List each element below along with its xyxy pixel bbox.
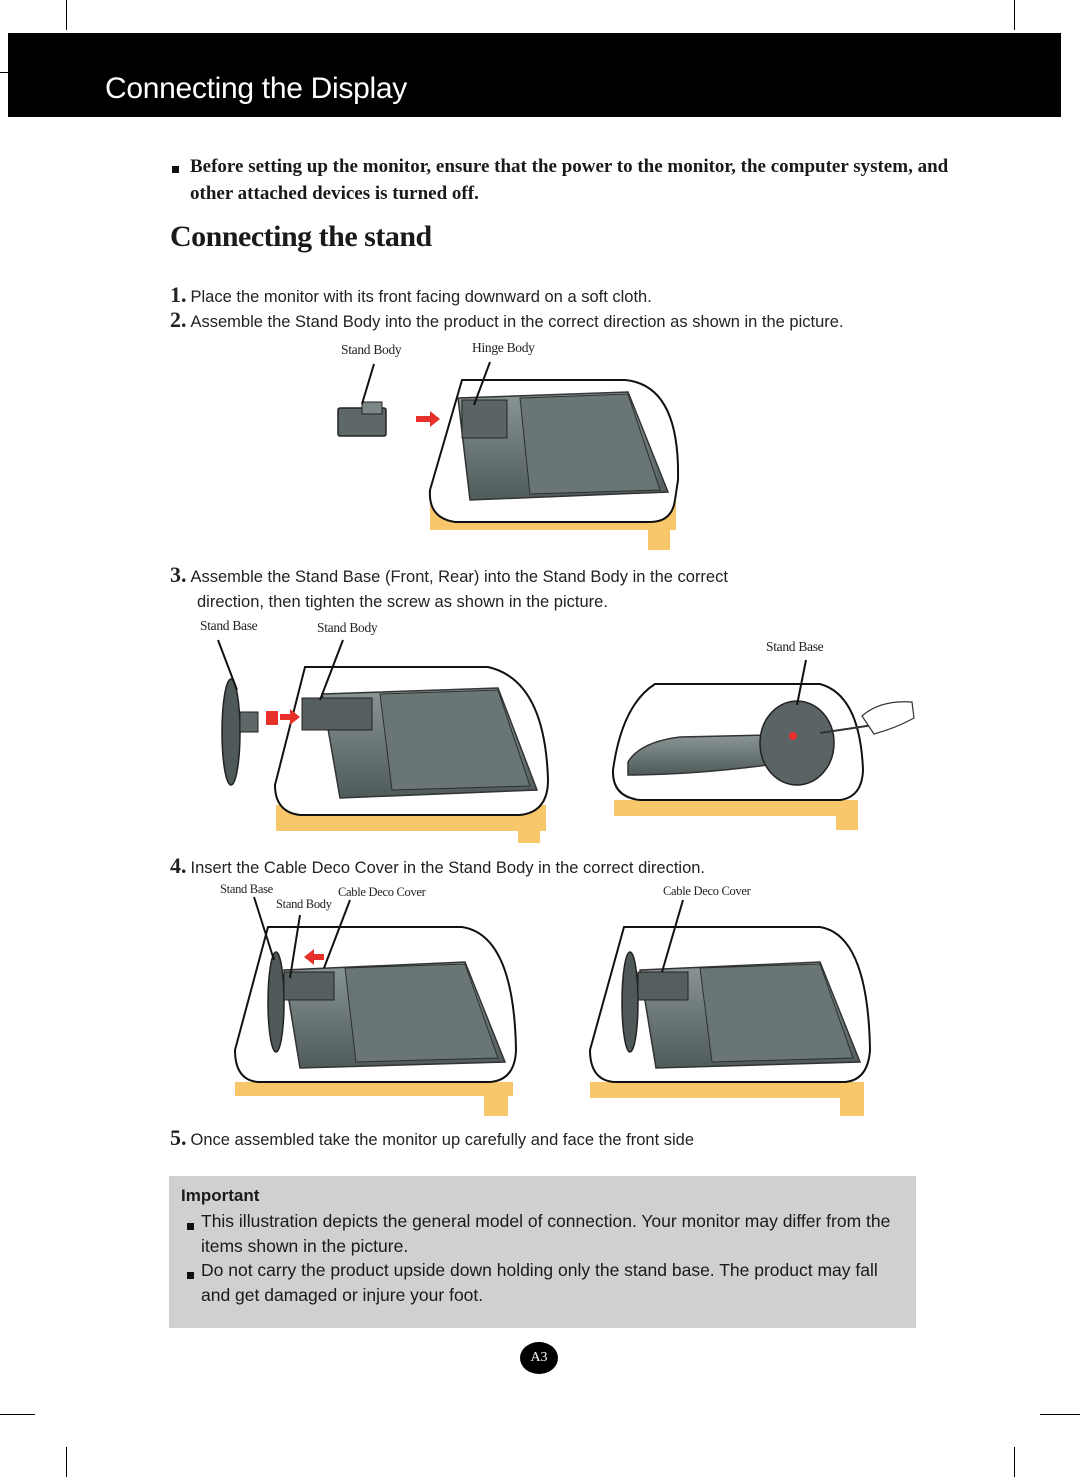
label-stand-body: Stand Body: [317, 620, 378, 635]
crop-mark: [1014, 1447, 1015, 1477]
stand-base: [621, 951, 639, 1053]
header-bar: [8, 33, 1061, 117]
step-text: Insert the Cable Deco Cover in the Stand…: [190, 859, 706, 877]
leader-line: [661, 899, 684, 973]
stand-body: [283, 971, 335, 1001]
step-number: 1.: [170, 282, 187, 307]
cloth: [484, 1082, 508, 1116]
stand-base: [759, 700, 835, 786]
important-title: Important: [181, 1186, 260, 1205]
label-hinge-body: Hinge Body: [472, 340, 535, 355]
leader-line: [473, 361, 491, 406]
cloth: [235, 1082, 513, 1096]
warning-text: Before setting up the monitor, ensure th…: [190, 156, 949, 204]
step-number: 3.: [170, 562, 187, 587]
figure-5: [588, 899, 872, 1116]
crop-mark: [0, 72, 8, 73]
monitor-back-panel: [344, 963, 499, 1063]
leader-line: [253, 896, 275, 961]
step-number: 2.: [170, 307, 187, 332]
figure-3: [611, 659, 915, 830]
label-stand-base: Stand Base: [200, 618, 258, 633]
step-2: 2.Assemble the Stand Body into the produ…: [170, 307, 844, 335]
stand-body: [301, 697, 373, 731]
leader-line: [289, 914, 301, 979]
label-stand-base: Stand Base: [220, 882, 273, 896]
crop-mark: [66, 0, 67, 30]
hand: [861, 701, 915, 735]
step-text: Assemble the Stand Body into the product…: [190, 313, 844, 331]
step-text: direction, then tighten the screw as sho…: [197, 593, 608, 611]
label-cable-deco-cover: Cable Deco Cover: [663, 884, 751, 898]
label-stand-body: Stand Body: [276, 897, 332, 911]
stand-base: [267, 951, 285, 1053]
cloth: [836, 800, 858, 830]
step-1: 1.Place the monitor with its front facin…: [170, 282, 652, 310]
figure-4: [233, 896, 518, 1116]
important-item: This illustration depicts the general mo…: [201, 1211, 891, 1256]
arrow-icon: [280, 709, 300, 725]
arrow-icon: [416, 411, 440, 427]
figure-2: [217, 639, 550, 843]
label-stand-base: Stand Base: [766, 639, 824, 654]
monitor-back-panel: [519, 393, 661, 495]
stand-body-detail: [361, 401, 383, 415]
label-cable-deco-cover: Cable Deco Cover: [338, 885, 426, 899]
stand-base: [221, 678, 241, 786]
crop-mark: [1040, 1414, 1080, 1415]
cloth: [590, 1082, 864, 1098]
step-number: 4.: [170, 853, 187, 878]
crop-mark: [0, 1414, 35, 1415]
leader-line: [361, 363, 375, 405]
monitor-back-panel: [699, 963, 854, 1063]
page-title: Connecting the Display: [105, 72, 407, 105]
leader-line: [217, 639, 238, 691]
important-note: Important This illustration depicts the …: [169, 1176, 916, 1328]
step-text: Assemble the Stand Base (Front, Rear) in…: [190, 568, 728, 586]
crop-mark: [1014, 0, 1015, 30]
step-text: Place the monitor with its front facing …: [190, 288, 652, 306]
page-number: A3: [520, 1342, 558, 1374]
leader-line: [319, 639, 344, 701]
stand-base-connector: [266, 711, 278, 725]
step-text: Once assembled take the monitor up caref…: [190, 1131, 695, 1149]
crop-mark: [66, 1447, 67, 1477]
label-stand-body: Stand Body: [341, 342, 402, 357]
screw: [789, 732, 797, 740]
section-title: Connecting the stand: [170, 220, 432, 253]
stand-body: [637, 971, 689, 1001]
monitor-back-panel: [379, 689, 531, 791]
step-3: 3.Assemble the Stand Base (Front, Rear) …: [170, 562, 728, 615]
step-5: 5.Once assembled take the monitor up car…: [170, 1125, 694, 1153]
important-item: Do not carry the product upside down hol…: [201, 1260, 878, 1305]
cloth: [840, 1082, 864, 1116]
bullet-icon: [187, 1223, 194, 1230]
leader-line: [796, 659, 807, 706]
bullet-icon: [172, 166, 179, 173]
step-4: 4.Insert the Cable Deco Cover in the Sta…: [170, 853, 705, 881]
bullet-icon: [187, 1272, 194, 1279]
cloth: [614, 800, 858, 816]
figure-1: [337, 361, 680, 550]
step-number: 5.: [170, 1125, 187, 1150]
leader-line: [323, 899, 351, 969]
arrow-icon: [304, 949, 324, 965]
hinge-body: [461, 399, 508, 439]
stand-base-neck: [239, 711, 259, 733]
